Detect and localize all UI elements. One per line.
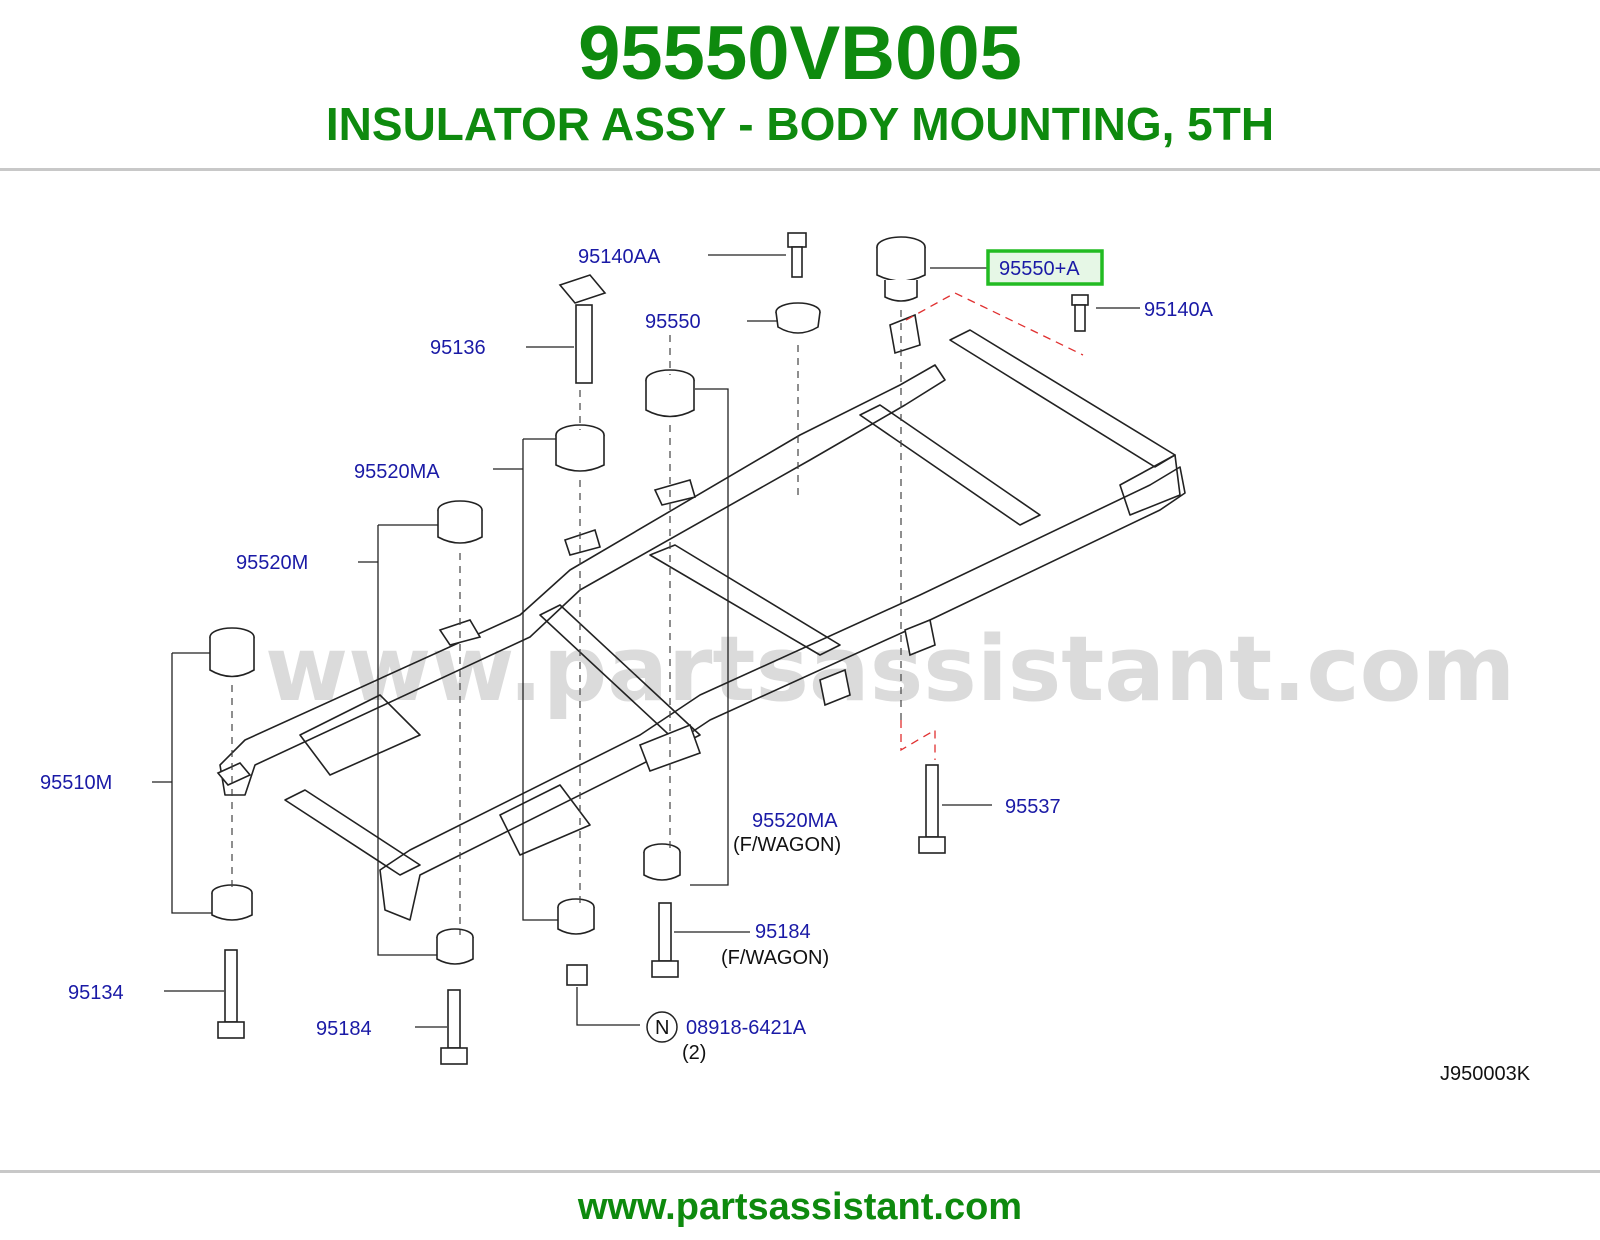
label-08918-6421A[interactable]: 08918-6421A: [686, 1017, 807, 1039]
note-quantity: (2): [682, 1042, 706, 1064]
label-95134[interactable]: 95134: [68, 982, 124, 1004]
header-divider: [0, 168, 1600, 171]
label-95184-left[interactable]: 95184: [316, 1018, 372, 1040]
part-number-title: 95550VB005: [578, 11, 1022, 96]
diagram-code: J950003K: [1440, 1063, 1531, 1085]
leader-lines: [152, 254, 1140, 1028]
label-95136[interactable]: 95136: [430, 337, 486, 359]
note-fwagon-1: (F/WAGON): [733, 834, 841, 856]
label-95184-right[interactable]: 95184: [755, 921, 811, 943]
label-95550[interactable]: 95550: [645, 311, 701, 333]
label-95520MA-bottom[interactable]: 95520MA: [752, 810, 838, 832]
label-95520M[interactable]: 95520M: [236, 552, 308, 574]
vehicle-frame: [216, 313, 1186, 921]
parts-diagram: www.partsassistant.com: [40, 232, 1531, 1085]
part-description: INSULATOR ASSY - BODY MOUNTING, 5TH: [325, 98, 1275, 150]
n-symbol-circle: [646, 1011, 678, 1043]
part-labels: 95140AA 95550+A 95140A 95550 95136 95520…: [40, 246, 1531, 1085]
parts-group: [209, 232, 1089, 1065]
label-95140AA[interactable]: 95140AA: [578, 246, 661, 268]
footer-url-link[interactable]: www.partsassistant.com: [577, 1186, 1023, 1228]
n-symbol: N: [655, 1017, 669, 1039]
mount-axes: [231, 292, 1084, 935]
label-95520MA-top[interactable]: 95520MA: [354, 461, 440, 483]
note-fwagon-2: (F/WAGON): [721, 947, 829, 969]
label-95140A[interactable]: 95140A: [1144, 299, 1214, 321]
label-95550-plus-a[interactable]: 95550+A: [999, 258, 1080, 280]
label-95537[interactable]: 95537: [1005, 796, 1061, 818]
highlight-box: [986, 249, 1104, 286]
label-95510M[interactable]: 95510M: [40, 772, 112, 794]
footer-divider: [0, 1170, 1600, 1173]
